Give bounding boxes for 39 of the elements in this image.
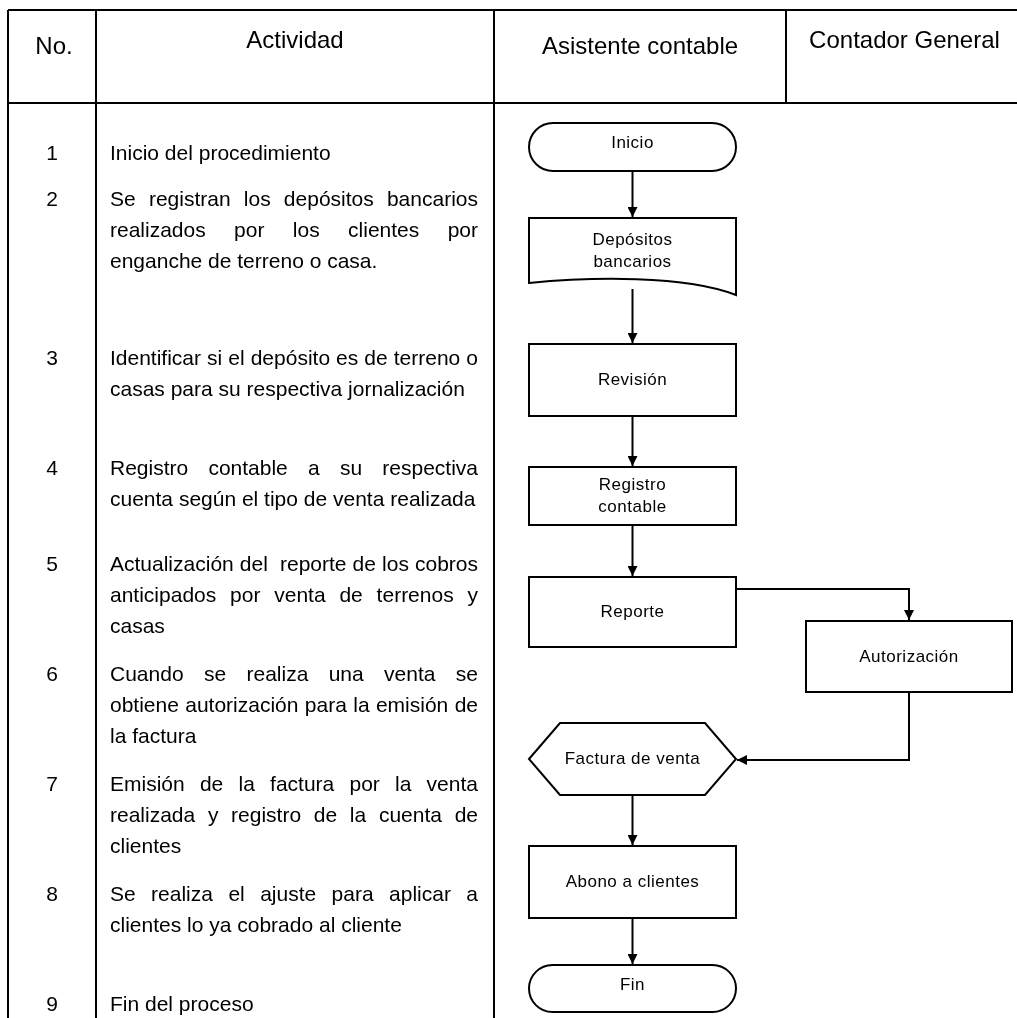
activity-description: Inicio del procedimiento (110, 140, 332, 166)
step-number: 8 (45, 881, 59, 907)
step-number: 1 (45, 140, 59, 166)
step-number: 3 (45, 345, 59, 371)
process-box: Abono a clientes (528, 845, 737, 919)
column-header: Contador General (808, 25, 1001, 55)
process-box: Revisión (528, 343, 737, 417)
document-shape: Depósitos bancarios (528, 217, 737, 297)
preparation-hexagon: Factura de venta (528, 722, 737, 796)
column-header: No. (34, 31, 74, 61)
step-number: 2 (45, 186, 59, 212)
step-number: 7 (45, 771, 59, 797)
column-header: Actividad (245, 25, 345, 55)
arrow (627, 416, 638, 467)
arrow (627, 288, 638, 344)
arrow (627, 525, 638, 577)
step-number: 6 (45, 661, 59, 687)
activity-description: Identificar si el depósito es de terreno o casas para su respectiva jornalización (110, 345, 478, 402)
activity-description: Emisión de la factura por la venta realizada y registro de la cuenta de clientes (110, 771, 478, 859)
activity-description: Cuando se realiza una venta se obtiene autorización para la emisión de la factura (110, 661, 478, 749)
step-number: 5 (45, 551, 59, 577)
arrow (627, 795, 638, 846)
activity-description: Actualización del reporte de los cobros anticipados por venta de terrenos y casas (110, 551, 478, 639)
activity-description: Fin del proceso (110, 991, 255, 1017)
column-header: Asistente contable (540, 31, 740, 61)
step-number: 4 (45, 455, 59, 481)
arrow (736, 588, 914, 621)
process-box: Reporte (528, 576, 737, 648)
activity-description: Se registran los depósitos bancarios realizados por los clientes por enganche de terreno o casa. (110, 186, 478, 274)
terminator-shape: Fin (528, 964, 737, 1013)
arrow (627, 171, 638, 218)
activity-description: Se realiza el ajuste para aplicar a clientes lo ya cobrado al cliente (110, 881, 478, 938)
process-box: Registro contable (528, 466, 737, 526)
process-box: Autorización (805, 620, 1013, 693)
arrow (627, 918, 638, 965)
arrow (736, 692, 910, 765)
terminator-shape: Inicio (528, 122, 737, 172)
activity-description: Registro contable a su respectiva cuenta según el tipo de venta realizada (110, 455, 478, 512)
step-number: 9 (45, 991, 59, 1017)
